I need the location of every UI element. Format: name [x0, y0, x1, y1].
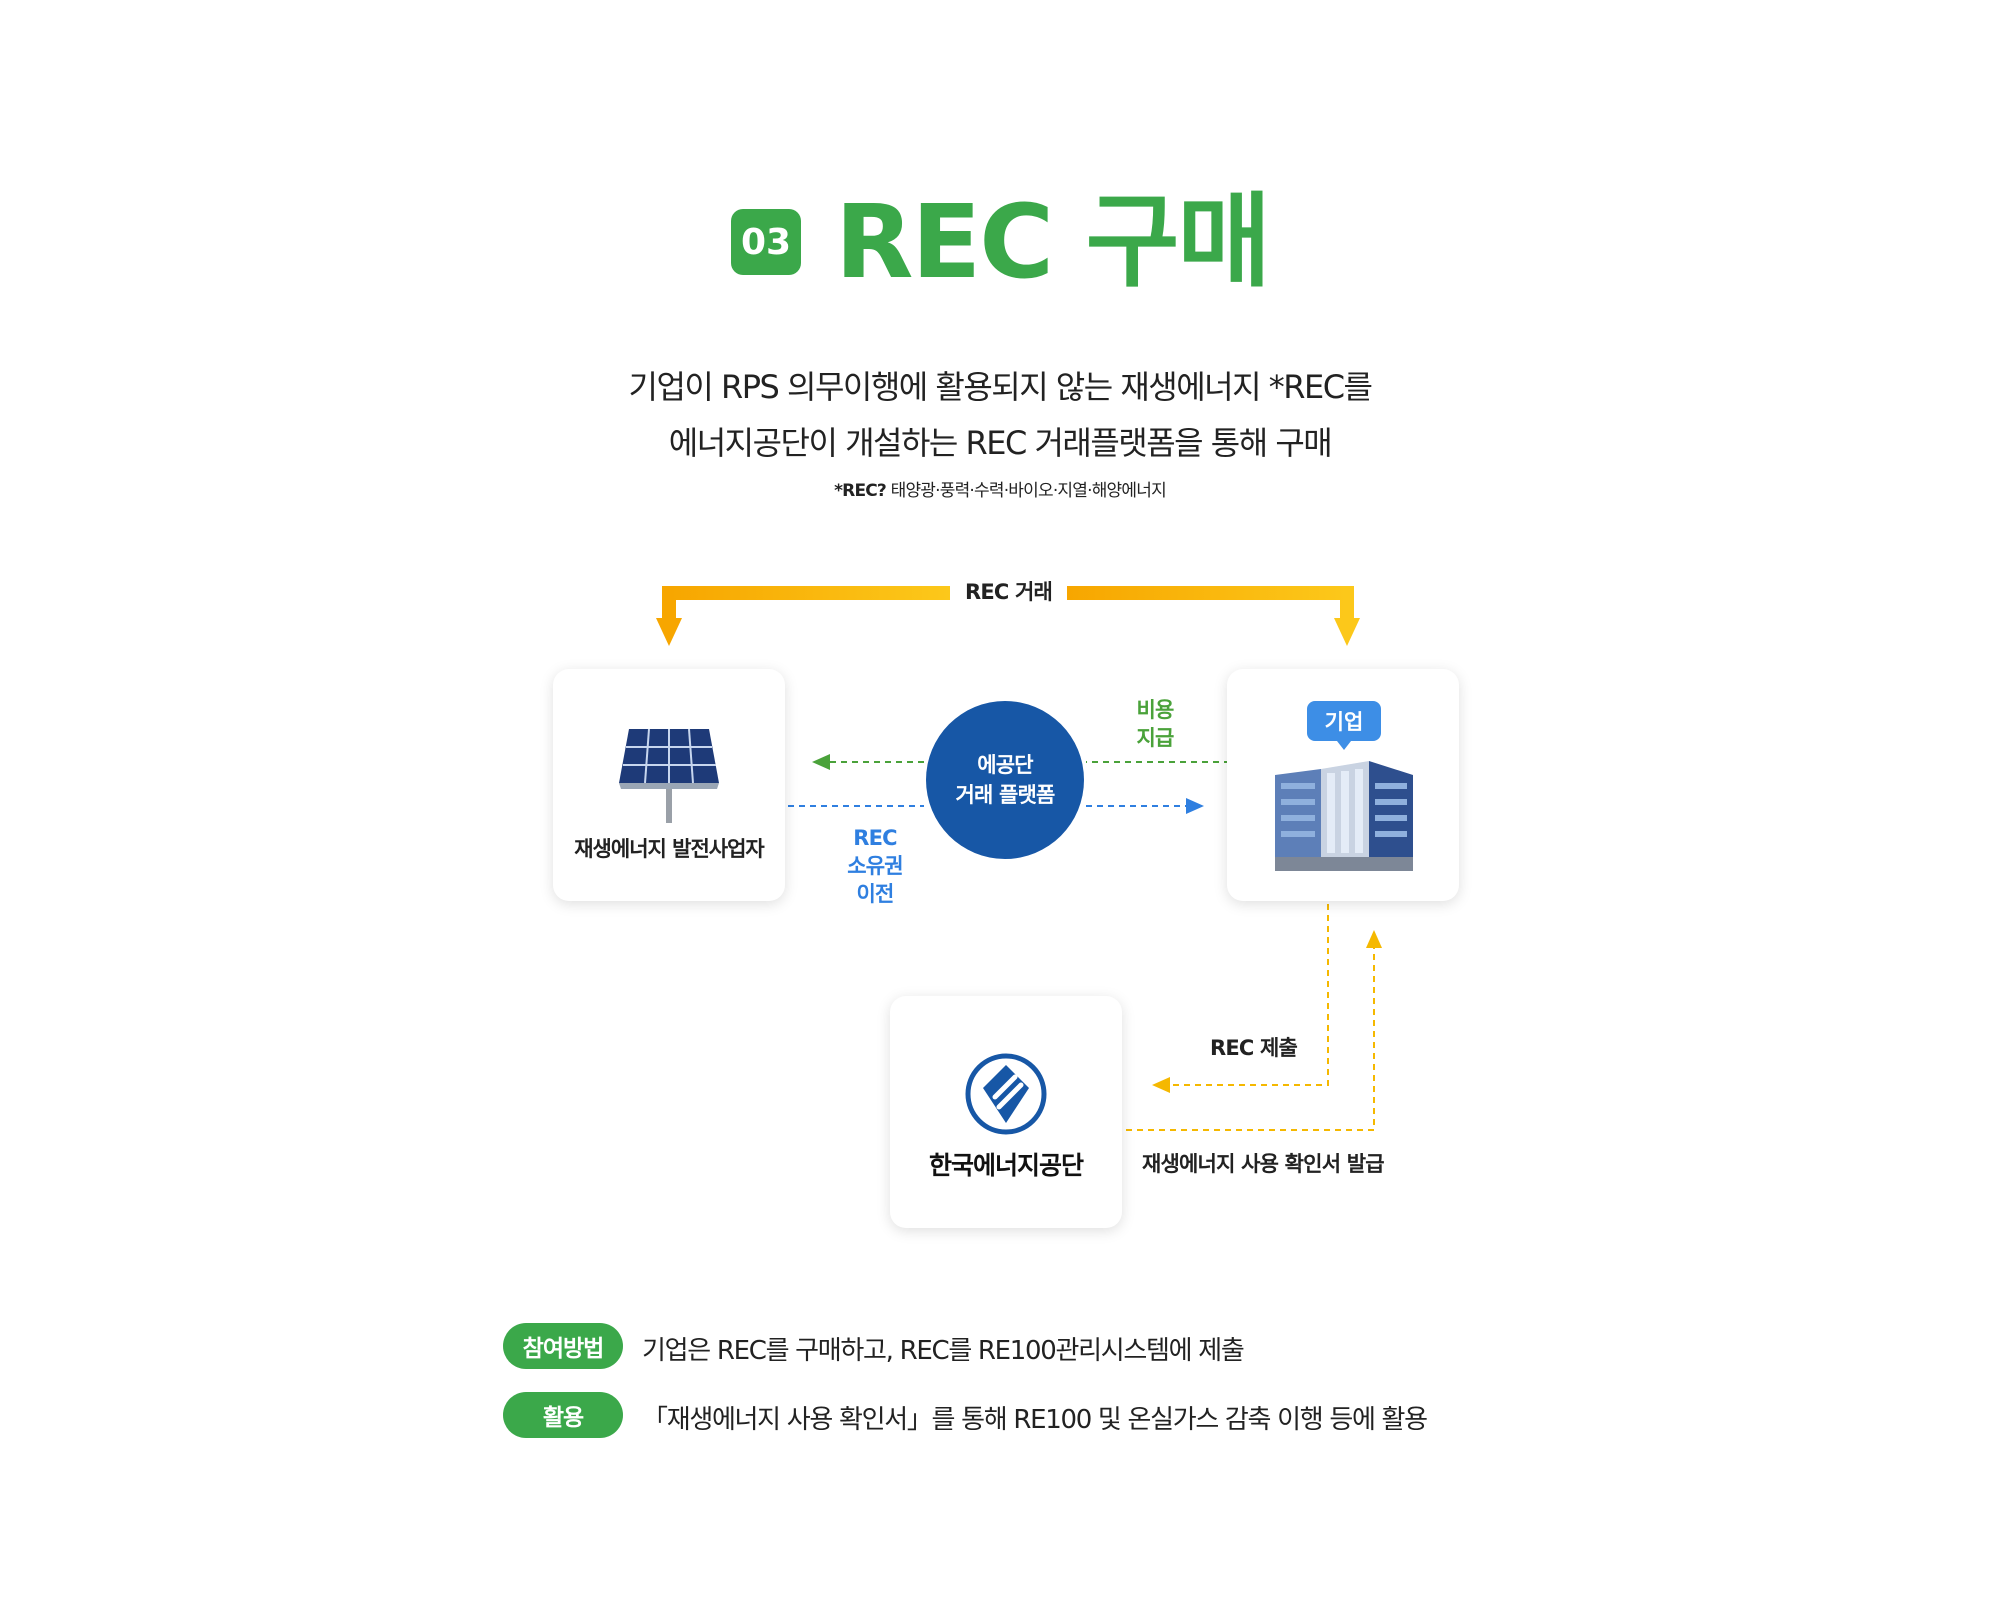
section-number-badge: 03	[731, 209, 801, 275]
payment-label: 비용 지급	[1120, 696, 1190, 752]
platform-line-1: 에공단	[977, 753, 1033, 777]
transfer-line-2: 소유권	[847, 854, 903, 878]
platform-circle: 에공단 거래 플랫폼	[926, 701, 1084, 859]
certificate-issue-arrow	[1126, 930, 1382, 1131]
buyer-badge: 기업	[1307, 701, 1381, 741]
buyer-badge-pointer	[1337, 741, 1351, 750]
ownership-transfer-arrow	[788, 798, 1204, 814]
seller-card: 재생에너지 발전사업자	[553, 669, 785, 901]
rec-footnote: *REC? 태양광·풍력·수력·바이오·지열·해양에너지	[0, 476, 2000, 501]
description-line-1: 기업이 RPS 의무이행에 활용되지 않는 재생에너지 *REC를	[628, 368, 1373, 406]
payment-line-2: 지급	[1136, 726, 1174, 750]
rec-footnote-text: 태양광·풍력·수력·바이오·지열·해양에너지	[890, 481, 1167, 501]
buyer-card: 기업	[1227, 669, 1459, 901]
description-line-2: 에너지공단이 개설하는 REC 거래플랫폼을 통해 구매	[668, 424, 1333, 462]
method-text: 기업은 REC를 구매하고, REC를 RE100관리시스템에 제출	[642, 1336, 1245, 1366]
agency-label: 한국에너지공단	[928, 1151, 1084, 1180]
rec-trade-arrow	[656, 586, 1360, 646]
rec-trade-label: REC 거래	[950, 578, 1067, 606]
ownership-transfer-label: REC 소유권 이전	[835, 824, 915, 908]
page-title: REC 구매	[835, 183, 1271, 302]
certificate-issue-label: 재생에너지 사용 확인서 발급	[1142, 1152, 1385, 1176]
method-pill: 참여방법	[503, 1323, 623, 1369]
transfer-line-3: 이전	[856, 882, 894, 906]
rec-submit-label: REC 제출	[1210, 1036, 1298, 1060]
platform-line-2: 거래 플랫폼	[955, 783, 1055, 807]
solar-panel-icon	[619, 728, 719, 823]
rec-submit-arrow	[1152, 904, 1329, 1093]
seller-label: 재생에너지 발전사업자	[574, 837, 765, 861]
payment-flow-arrow	[812, 754, 1230, 770]
payment-line-1: 비용	[1136, 698, 1174, 722]
usage-pill: 활용	[503, 1392, 623, 1438]
office-building-icon	[1275, 761, 1413, 871]
transfer-line-1: REC	[853, 826, 897, 850]
agency-card: 한국에너지공단	[890, 996, 1122, 1228]
usage-text: 「재생에너지 사용 확인서」를 통해 RE100 및 온실가스 감축 이행 등에…	[642, 1405, 1428, 1435]
kea-logo-icon	[965, 1053, 1047, 1135]
rec-footnote-term: *REC?	[834, 481, 887, 501]
